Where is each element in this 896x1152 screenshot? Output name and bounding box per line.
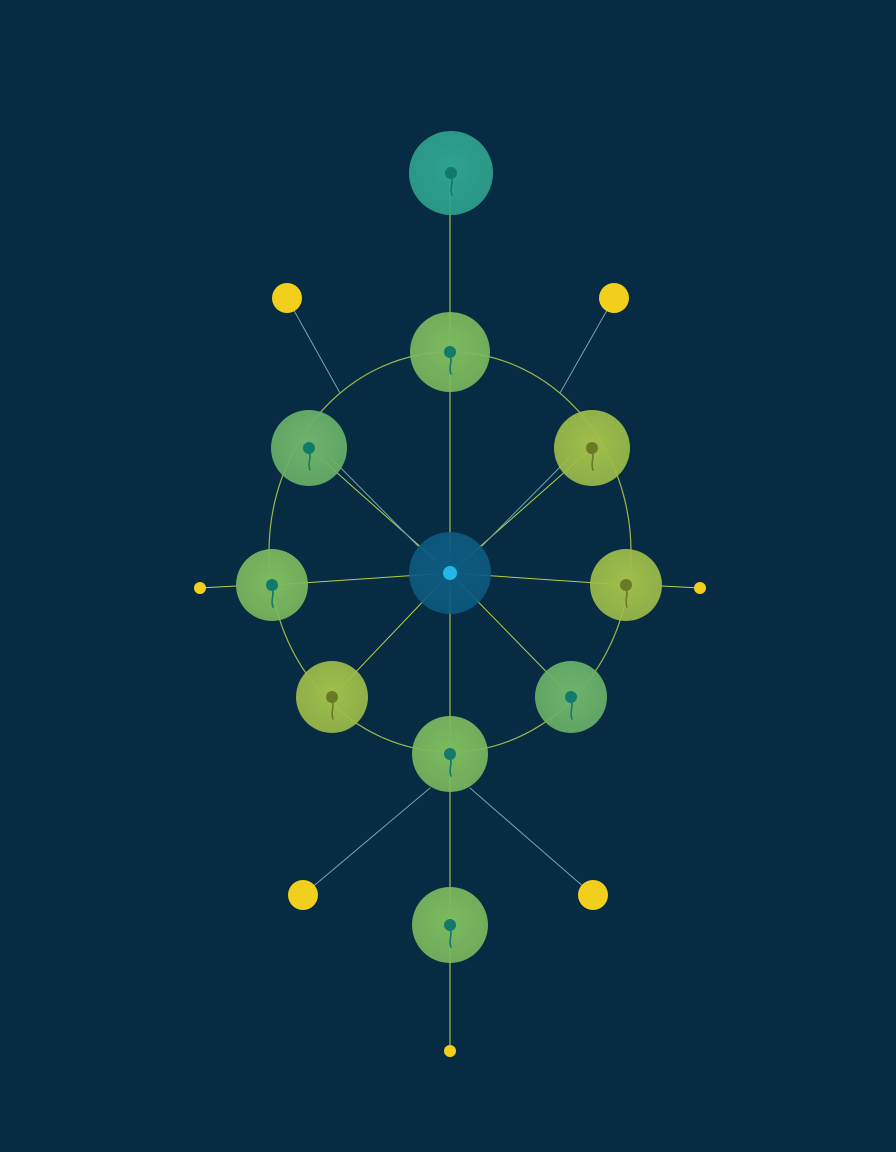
keyhole-icon [303, 442, 315, 471]
keyhole-icon [586, 442, 598, 471]
node-ring-bottom [412, 716, 488, 792]
core-dot-icon [443, 566, 457, 580]
keyhole-icon [445, 167, 457, 196]
keyhole-tail [625, 588, 628, 608]
keyhole-tail [570, 700, 573, 720]
keyhole-tail [449, 355, 452, 375]
node-ring-lower-right [535, 661, 607, 733]
keyhole-icon [326, 691, 338, 720]
keyhole-head [444, 748, 456, 760]
keyhole-head [266, 579, 278, 591]
accent-dot-bottom [444, 1045, 456, 1057]
accent-dot-lower-right [578, 880, 608, 910]
hub-node [409, 532, 491, 614]
node-top-teal [409, 131, 493, 215]
keyhole-tail [331, 700, 334, 720]
accent-dot-left [194, 582, 206, 594]
spoke-to-dot-upper-right [559, 297, 615, 394]
spoke-to-dot-lower-right [469, 787, 594, 896]
keyhole-tail [449, 757, 452, 777]
keyhole-icon [266, 579, 278, 608]
spoke-inner-upper-right [481, 456, 571, 547]
keyhole-tail [591, 451, 594, 471]
spoke-to-dot-upper-left [286, 297, 341, 394]
node-bottom-green [412, 887, 488, 963]
accent-dot-right [694, 582, 706, 594]
node-ring-upper-left [271, 410, 347, 486]
accent-dot-upper-right [599, 283, 629, 313]
keyhole-icon [444, 919, 456, 948]
spoke-to-dot-left [199, 585, 237, 589]
keyhole-tail [449, 928, 452, 948]
keyhole-icon [444, 748, 456, 777]
keyhole-head [445, 167, 457, 179]
keyhole-tail [450, 176, 453, 196]
node-ring-lower-left [296, 661, 368, 733]
keyhole-head [326, 691, 338, 703]
keyhole-tail [308, 451, 311, 471]
keyhole-icon [444, 346, 456, 375]
keyhole-tail [271, 588, 274, 608]
keyhole-icon [565, 691, 577, 720]
node-ring-right [590, 549, 662, 621]
spoke-to-dot-lower-left [302, 787, 431, 896]
keyhole-head [586, 442, 598, 454]
keyhole-head [565, 691, 577, 703]
keyhole-head [444, 919, 456, 931]
keyhole-icon [620, 579, 632, 608]
keyhole-head [620, 579, 632, 591]
accent-dot-upper-left [272, 283, 302, 313]
node-ring-left [236, 549, 308, 621]
node-ring-upper-right [554, 410, 630, 486]
keyhole-head [444, 346, 456, 358]
node-ring-top [410, 312, 490, 392]
spoke-inner-upper-left [329, 456, 419, 547]
spoke-to-dot-right [661, 585, 701, 589]
keyhole-head [303, 442, 315, 454]
accent-dot-lower-left [288, 880, 318, 910]
